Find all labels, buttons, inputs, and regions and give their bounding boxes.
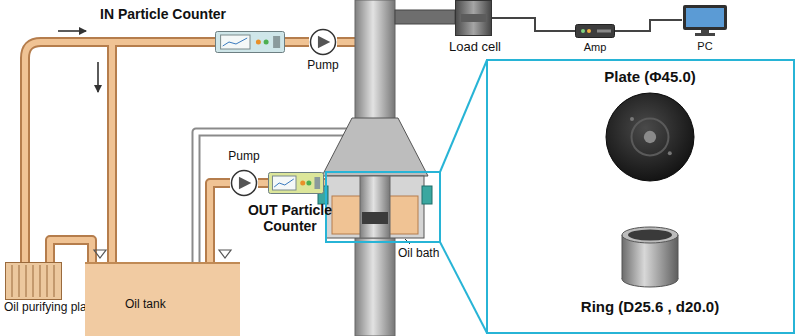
computer: PC <box>680 4 730 56</box>
amp-shape <box>575 24 615 38</box>
particle-counter: IN Particle Counter <box>100 6 286 54</box>
pump-shape <box>309 28 337 56</box>
node-label: Pump <box>226 150 262 164</box>
connector-line <box>492 18 575 31</box>
text-holder: Oil tank <box>125 298 240 312</box>
node-label: Pump <box>306 59 340 73</box>
oil-level-marks <box>94 250 231 258</box>
node-label: Ring (D25.6 , d20.0) <box>550 298 750 315</box>
signal-wire <box>492 18 575 31</box>
text-holder: Plate (Φ45.0) <box>575 68 725 85</box>
flow-arrows <box>58 31 98 92</box>
load-cell: Load cell <box>444 0 506 56</box>
particle-counter: OUT Particle Counter <box>240 172 340 244</box>
text-holder: PC <box>680 40 730 53</box>
text-holder: Load cell <box>444 40 506 55</box>
node-label: IN Particle Counter <box>100 6 286 22</box>
oil-pipes <box>25 42 356 268</box>
pump-shape <box>230 169 258 197</box>
pc-shape <box>682 4 728 36</box>
test-rig <box>318 0 455 336</box>
plate-shape <box>605 92 695 182</box>
text-holder: Ring (D25.6 , d20.0) <box>550 298 750 315</box>
amplifier: Amp <box>570 24 620 56</box>
node-label: Amp <box>570 41 620 54</box>
device-shape <box>268 172 324 194</box>
text-holder: IN Particle Counter <box>100 6 286 22</box>
plate-photo: Plate (Φ45.0) <box>575 68 725 186</box>
signal-wire <box>615 20 682 31</box>
node-label: Oil tank <box>125 298 240 312</box>
oil-tank: Oil tank <box>85 262 240 336</box>
node-label: OUT Particle Counter <box>240 202 340 234</box>
node-label: Plate (Φ45.0) <box>575 68 725 85</box>
text-holder: Pump <box>306 59 340 73</box>
part-label: Oil bath <box>396 246 441 260</box>
oil-pipe <box>258 183 268 184</box>
text-holder: OUT Particle Counter <box>240 202 340 234</box>
plant-shape <box>5 262 62 300</box>
text-holder: Pump <box>226 150 262 164</box>
connector-line <box>285 39 309 45</box>
ring-shape <box>620 226 680 288</box>
detail-callout <box>326 60 794 333</box>
loadcell-shape <box>455 0 492 36</box>
pump-symbol: Pump <box>226 150 262 198</box>
oil-pipe <box>285 42 309 43</box>
connector-line <box>615 20 682 31</box>
ring-photo: Ring (D25.6 , d20.0) <box>550 226 750 324</box>
node-label: Load cell <box>444 40 506 55</box>
text-holder: Amp <box>570 41 620 54</box>
device-shape <box>215 31 285 53</box>
pump-symbol: Pump <box>306 28 340 74</box>
node-label: PC <box>680 40 730 53</box>
connector-line <box>258 180 268 186</box>
